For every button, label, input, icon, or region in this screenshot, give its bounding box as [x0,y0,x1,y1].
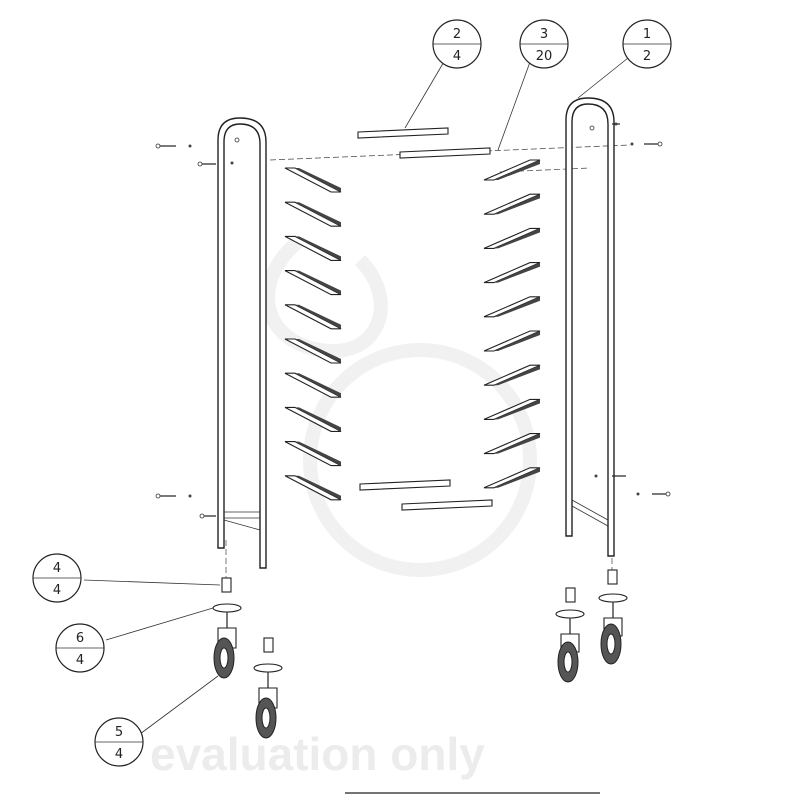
left-runner-1-edge [295,168,341,192]
right-runner-3 [483,227,541,249]
castors [213,602,623,739]
callout-1: 1 2 [622,19,672,69]
left-runner-3-edge [295,236,341,261]
washer-right-back [555,609,585,619]
screw-left-lower-2 [199,513,216,519]
washer-left-front [212,603,242,613]
left-runner-9-edge [295,441,341,466]
callout-5-item-number: 5 [115,725,123,740]
callout-6-item-number: 6 [76,631,84,646]
screw-right-lower-2 [594,474,626,478]
right-runner-4 [483,262,541,284]
callout-3: 3 20 [519,19,569,69]
right-runner-4-edge [494,262,540,283]
right-shelf-runners [483,159,541,489]
right-runner-2-edge [494,194,540,215]
spacers [221,569,618,653]
right-runner-9-edge [494,433,540,454]
callout-4-item-number: 4 [53,561,61,576]
screw-left-upper-2 [197,161,234,167]
castor-left-back [255,672,278,739]
right-runner-2 [483,193,541,215]
left-runner-4-edge [295,270,341,295]
watermark-logo [261,234,537,577]
right-runner-3-edge [494,228,540,249]
right-runner-7-edge [494,365,540,386]
right-runner-5-edge [494,296,540,317]
left-runner-8-edge [295,407,341,432]
callout-6-quantity: 4 [76,653,84,668]
callout-2-quantity: 4 [453,49,461,64]
left-runner-1 [284,167,342,193]
cross-bars [357,127,493,511]
cross-bar-bottom-front [401,499,493,511]
callout-4: 4 4 [32,553,82,603]
callout-2: 2 4 [432,19,482,69]
spacer-left-back [263,637,274,653]
callout-3-quantity: 20 [536,49,553,64]
screw-right-upper-2 [612,122,620,126]
left-side-frame [217,117,267,569]
screws [155,122,671,519]
callout-4-quantity: 4 [53,583,61,598]
screw-left-lower-1 [155,493,192,499]
left-runner-2 [284,201,342,227]
left-runner-6-edge [295,339,341,363]
left-runner-5 [284,304,342,330]
right-runner-5 [483,296,541,318]
evaluation-watermark: evaluation only [150,728,485,780]
right-runner-1 [483,159,541,181]
washer-left-back [253,663,283,673]
left-runner-10-edge [295,475,341,500]
left-runner-2-edge [295,202,341,227]
spacer-right-back [565,587,576,603]
right-runner-8-edge [494,399,540,420]
right-runner-10-edge [494,467,540,488]
leader-lines [83,57,629,735]
spacer-left-front [221,577,232,593]
castor-right-back [557,618,580,683]
castor-right-front [600,602,623,665]
washer-right-front [598,593,628,603]
cross-bar-top-back [357,127,449,139]
right-runner-1-edge [494,160,540,180]
callout-2-item-number: 2 [453,27,461,42]
left-runner-7-edge [295,373,341,398]
callout-6: 6 4 [55,623,105,673]
screw-right-lower-1 [636,491,671,497]
callout-1-quantity: 2 [643,49,651,64]
right-runner-6 [483,330,541,352]
left-runner-4 [284,270,342,296]
left-shelf-runners [284,167,342,501]
screw-right-upper-1 [630,141,663,147]
castor-left-front [213,612,237,679]
callout-5: 5 4 [94,717,144,767]
right-runner-6-edge [494,331,540,351]
right-side-frame [565,97,615,557]
callout-5-quantity: 4 [115,747,123,762]
cross-bar-bottom-back [359,479,451,491]
left-runner-5-edge [295,304,341,329]
spacer-right-front [607,569,618,585]
screw-left-upper-1 [155,143,192,149]
callout-1-item-number: 1 [643,27,651,42]
callout-3-item-number: 3 [540,27,548,42]
cross-bar-top-front [399,147,491,159]
